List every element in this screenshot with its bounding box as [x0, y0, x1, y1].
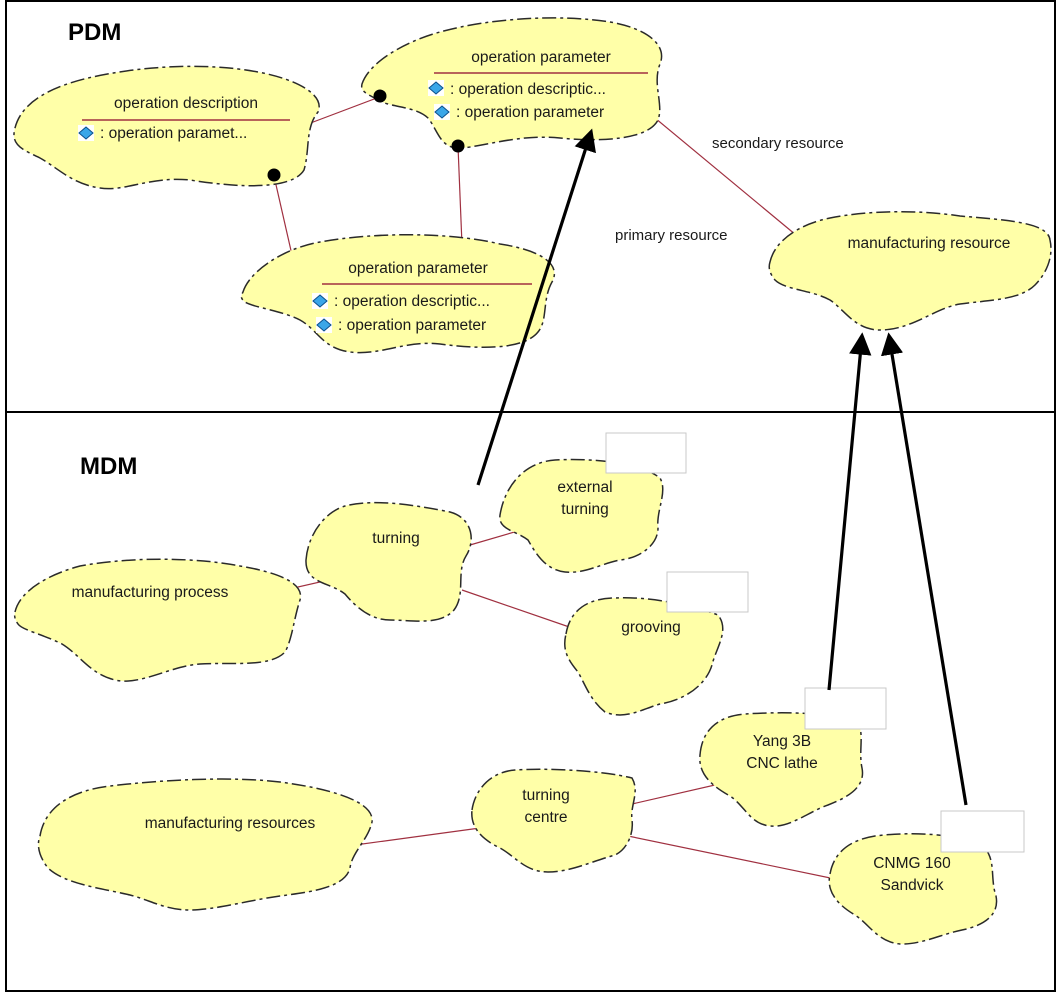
blue-diamond-icon [312, 294, 328, 308]
diagram-frame [5, 0, 1056, 992]
cloud-operation-description[interactable]: operation description : operation parame… [13, 65, 320, 190]
arrow-insert-to-manufacturing-resource [880, 332, 968, 806]
operation-parameter-top-attribute-1: : operation descriptic... [450, 81, 606, 98]
blue-diamond-icon [78, 126, 94, 140]
external-turning-label-line-1: external [557, 479, 612, 496]
manufacturing-resources-label: manufacturing resources [145, 815, 316, 832]
operation-description-attribute: : operation paramet... [100, 125, 247, 142]
cloud-operation-parameter-top[interactable]: operation parameter : operation descript… [360, 17, 663, 149]
assoc-parameter-to-parameter [457, 145, 463, 246]
cloud-manufacturing-resource[interactable]: manufacturing resource [768, 211, 1052, 331]
blue-diamond-icon [434, 105, 450, 119]
turning-label: turning [372, 530, 419, 547]
operation-parameter-top-attribute-2: : operation parameter [456, 104, 604, 121]
turning-centre-label-line-2: centre [524, 809, 567, 826]
assoc-centre-to-insert [627, 835, 841, 881]
operation-parameter-bottom-title: operation parameter [348, 260, 488, 277]
external-turning-label-line-2: turning [561, 501, 608, 518]
assoc-description-to-parameter-bottom [273, 175, 293, 256]
manufacturing-resource-title: manufacturing resource [848, 235, 1011, 252]
arrow-lathe-to-manufacturing-resource [827, 332, 872, 691]
operation-description-title: operation description [114, 95, 258, 112]
grooving-tag-box [666, 571, 749, 613]
mapping-arrows [476, 128, 968, 806]
cloud-operation-parameter-bottom[interactable]: operation parameter : operation descript… [240, 234, 556, 354]
cloud-cnmg-sandvick[interactable]: CNMG 160 Sandvick [828, 833, 998, 945]
cloud-grooving[interactable]: grooving [564, 596, 724, 716]
composition-dot [267, 168, 281, 182]
cnmg-label-line-2: Sandvick [881, 877, 944, 894]
cloud-turning[interactable]: turning [305, 501, 472, 622]
cloud-external-turning[interactable]: external turning [499, 458, 664, 573]
grooving-label: grooving [621, 619, 680, 636]
blue-diamond-icon [428, 81, 444, 95]
turning-centre-label-line-1: turning [522, 787, 569, 804]
pdm-section-title: PDM [68, 19, 121, 46]
primary-resource-label: primary resource [615, 227, 728, 244]
operation-parameter-bottom-attribute-2: : operation parameter [338, 317, 486, 334]
mdm-section-title: MDM [80, 453, 137, 480]
operation-parameter-bottom-attribute-1: : operation descriptic... [334, 293, 490, 310]
cloud-manufacturing-resources[interactable]: manufacturing resources [37, 778, 373, 911]
assoc-turning-to-grooving [461, 589, 579, 631]
cloud-turning-centre[interactable]: turning centre [471, 768, 636, 873]
arrow-turning-to-operation-parameter [476, 128, 596, 486]
cnmg-tag-box [940, 810, 1025, 853]
external-turning-tag-box [605, 432, 687, 474]
yang-lathe-label-line-1: Yang 3B [753, 733, 811, 750]
blue-diamond-icon [316, 318, 332, 332]
cloud-yang-cnc-lathe[interactable]: Yang 3B CNC lathe [699, 712, 864, 827]
cnmg-label-line-1: CNMG 160 [873, 855, 951, 872]
composition-dot [373, 89, 387, 103]
assoc-description-to-parameter [299, 95, 383, 128]
operation-parameter-top-title: operation parameter [471, 49, 611, 66]
secondary-resource-label: secondary resource [712, 135, 844, 152]
assoc-centre-to-lathe [631, 781, 729, 805]
assoc-resources-to-centre [354, 827, 481, 846]
composition-dot [451, 139, 465, 153]
manufacturing-process-label: manufacturing process [72, 584, 229, 601]
yang-lathe-label-line-2: CNC lathe [746, 755, 818, 772]
yang-lathe-tag-box [804, 687, 887, 730]
assoc-parameter-to-resource [654, 117, 803, 241]
cloud-manufacturing-process[interactable]: manufacturing process [13, 558, 302, 682]
